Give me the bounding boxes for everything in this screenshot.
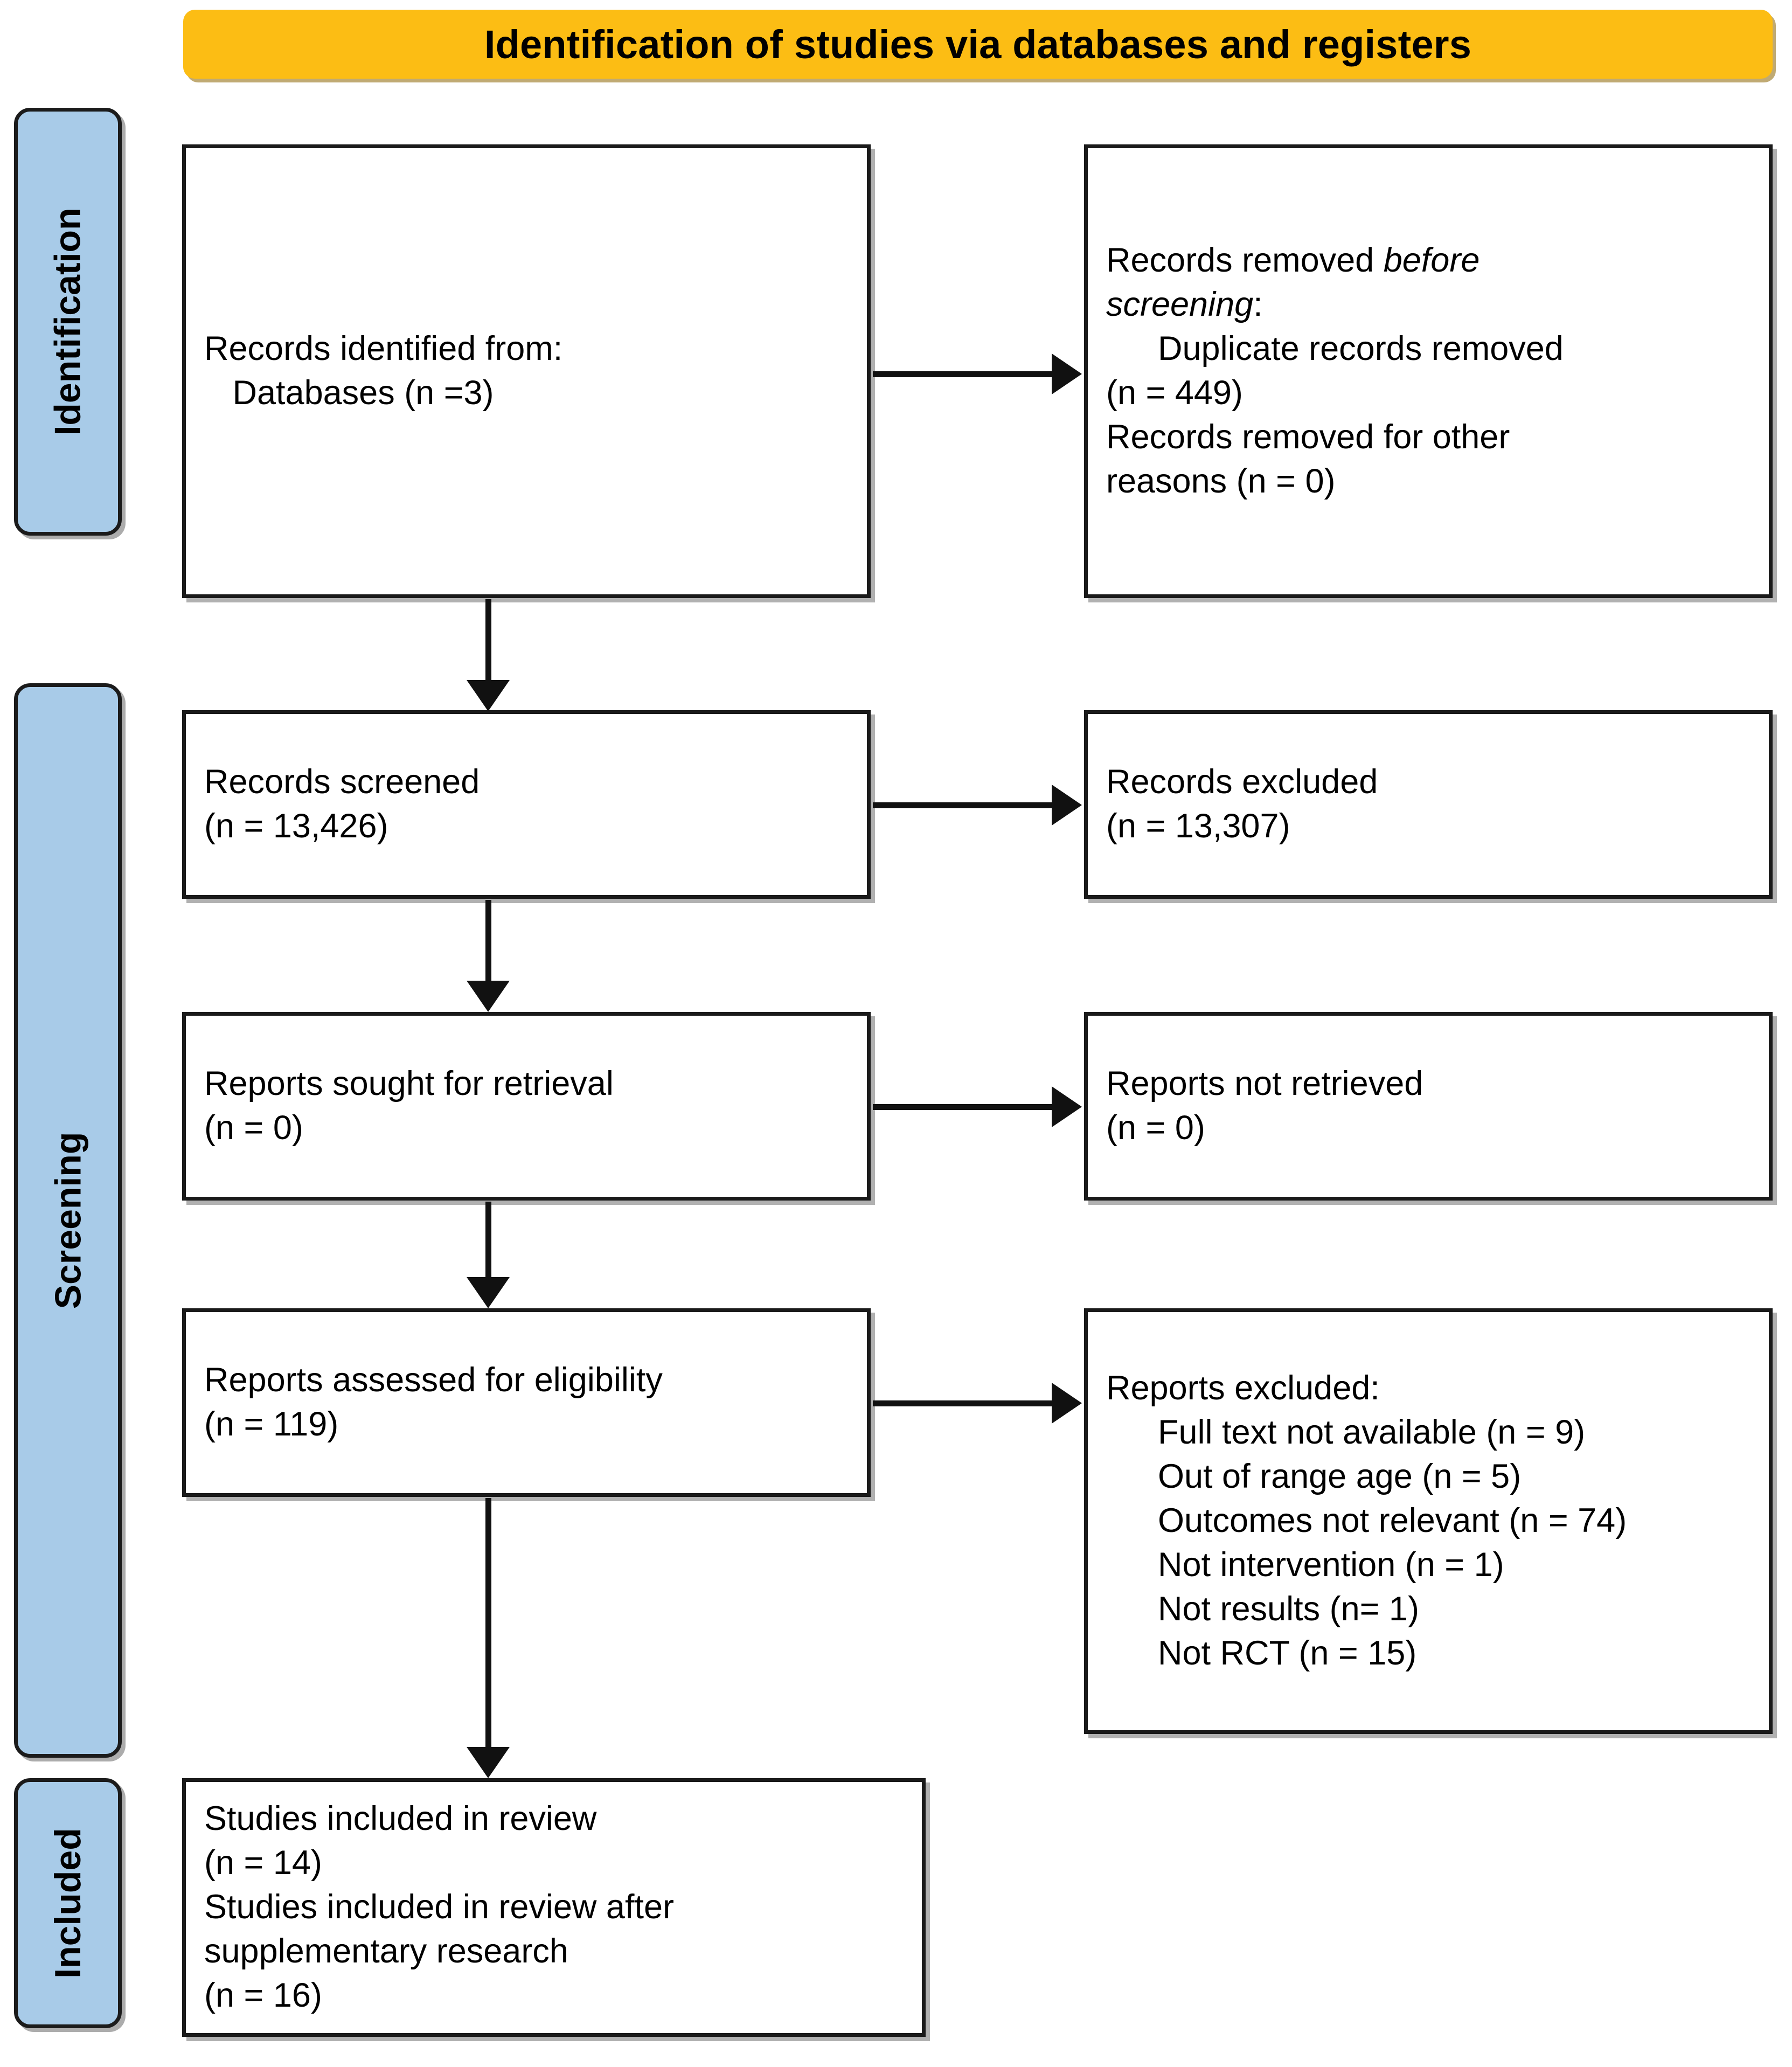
arrow-down-icon-assessed-to-included (467, 1498, 510, 1778)
reports-not-retrieved-count: (n = 0) (1106, 1109, 1205, 1147)
arrow-head (467, 1747, 510, 1778)
records-removed-heading-plain: Records removed (1106, 241, 1384, 280)
records-removed-heading-colon: : (1253, 286, 1263, 324)
arrow-right-icon-sought-to-not-retrieved (873, 1085, 1082, 1128)
arrow-right-icon-identified-to-removed (873, 352, 1082, 396)
stage-label-identification-text: Identification (47, 207, 89, 436)
box-records-identified: Records identified from: Databases (n =3… (182, 144, 871, 598)
studies-included-supplementary-label-1: Studies included in review after (204, 1888, 674, 1926)
arrow-down-icon-sought-to-assessed (467, 1202, 510, 1308)
arrow-head (467, 981, 510, 1012)
box-reports-assessed-for-eligibility: Reports assessed for eligibility (n = 11… (182, 1308, 871, 1497)
arrow-right-icon-assessed-to-reports-excluded (873, 1382, 1082, 1425)
stage-label-included-text: Included (47, 1828, 89, 1979)
reports-excluded-reason-6: Not RCT (n = 15) (1158, 1634, 1417, 1672)
studies-included-supplementary-label-2: supplementary research (204, 1932, 568, 1970)
reports-excluded-reason-4: Not intervention (n = 1) (1158, 1545, 1504, 1584)
diagram-title: Identification of studies via databases … (484, 22, 1472, 67)
box-studies-included-in-review: Studies included in review (n = 14) Stud… (182, 1778, 926, 2037)
reports-assessed-label: Reports assessed for eligibility (204, 1361, 663, 1399)
arrow-head (467, 680, 510, 711)
box-reports-sought-for-retrieval: Reports sought for retrieval (n = 0) (182, 1012, 871, 1201)
reports-excluded-reason-1: Full text not available (n = 9) (1158, 1413, 1586, 1452)
arrow-shaft (485, 599, 491, 681)
arrow-down-icon-screened-to-sought (467, 900, 510, 1012)
box-records-removed-before-screening: Records removed before screening: Duplic… (1084, 144, 1773, 598)
records-excluded-label: Records excluded (1106, 763, 1378, 801)
studies-included-supplementary-count: (n = 16) (204, 1976, 322, 2014)
stage-label-screening-text: Screening (47, 1132, 88, 1309)
records-removed-detail-4: reasons (n = 0) (1106, 462, 1336, 500)
records-excluded-count: (n = 13,307) (1106, 807, 1290, 845)
stage-label-identification: Identification (14, 108, 122, 536)
reports-excluded-reason-2: Out of range age (n = 5) (1158, 1458, 1522, 1496)
arrow-right-icon-screened-to-excluded (873, 783, 1082, 827)
arrow-shaft (873, 802, 1054, 808)
records-screened-count: (n = 13,426) (204, 807, 388, 845)
arrow-shaft (485, 900, 491, 982)
arrow-shaft (873, 1104, 1054, 1110)
records-identified-line-2: Databases (n =3) (204, 374, 494, 412)
diagram-header-banner: Identification of studies via databases … (183, 10, 1773, 79)
reports-excluded-reason-3: Outcomes not relevant (n = 74) (1158, 1502, 1627, 1540)
reports-excluded-heading: Reports excluded: (1106, 1369, 1380, 1407)
records-removed-heading-line-2: screening: (1106, 283, 1751, 327)
box-records-screened: Records screened (n = 13,426) (182, 710, 871, 899)
reports-sought-count: (n = 0) (204, 1109, 303, 1147)
arrow-shaft (873, 1400, 1054, 1406)
box-reports-not-retrieved: Reports not retrieved (n = 0) (1084, 1012, 1773, 1201)
stage-label-included: Included (14, 1778, 122, 2028)
arrow-head (1052, 1086, 1082, 1127)
stage-label-screening: Screening (14, 683, 122, 1758)
records-removed-detail-3: Records removed for other (1106, 418, 1510, 456)
arrow-shaft (485, 1202, 491, 1278)
box-records-excluded: Records excluded (n = 13,307) (1084, 710, 1773, 899)
arrow-shaft (485, 1498, 491, 1748)
reports-excluded-reason-5: Not results (n= 1) (1158, 1590, 1419, 1628)
arrow-shaft (873, 371, 1054, 377)
arrow-head (1052, 1383, 1082, 1424)
arrow-head (1052, 353, 1082, 394)
reports-not-retrieved-label: Reports not retrieved (1106, 1065, 1423, 1103)
arrow-down-icon-identified-to-screened (467, 599, 510, 711)
box-reports-excluded: Reports excluded: Full text not availabl… (1084, 1308, 1773, 1734)
reports-assessed-count: (n = 119) (204, 1405, 339, 1443)
records-removed-detail-2: (n = 449) (1106, 374, 1243, 412)
arrow-head (1052, 785, 1082, 826)
records-removed-heading-italic-screening: screening (1106, 286, 1254, 324)
records-screened-label: Records screened (204, 763, 480, 801)
records-removed-heading-italic-before: before (1383, 241, 1480, 280)
arrow-head (467, 1277, 510, 1308)
records-removed-detail-1: Duplicate records removed (1158, 330, 1564, 368)
records-identified-line-1: Records identified from: (204, 330, 563, 368)
studies-included-count: (n = 14) (204, 1844, 322, 1882)
studies-included-label: Studies included in review (204, 1800, 597, 1838)
reports-sought-label: Reports sought for retrieval (204, 1065, 614, 1103)
records-removed-heading-line-1: Records removed before (1106, 239, 1751, 283)
